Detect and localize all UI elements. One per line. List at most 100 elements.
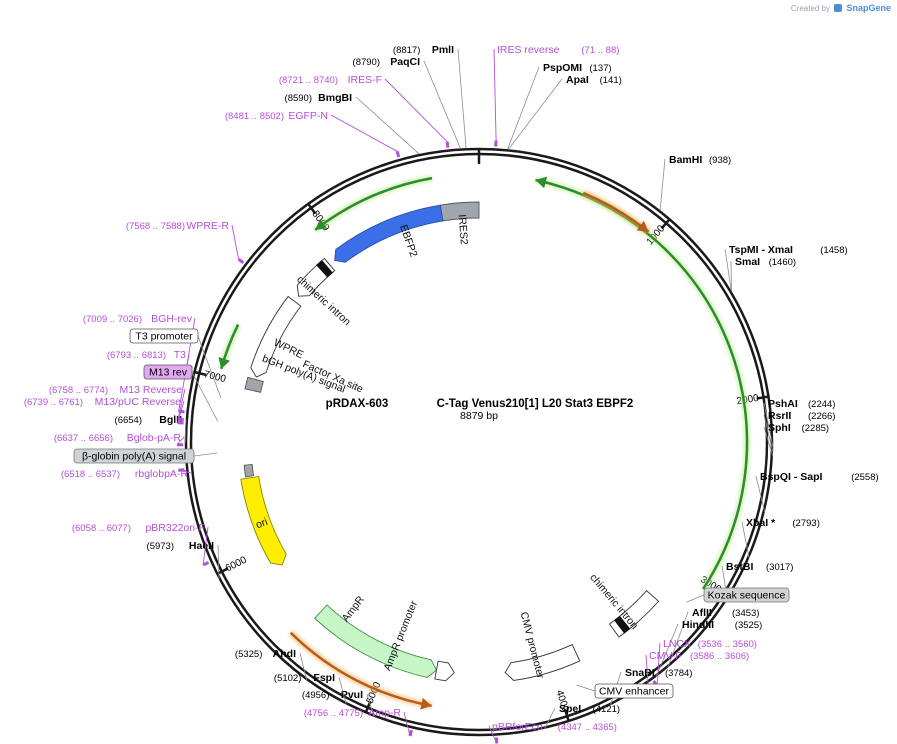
primer-name: pBRforEco — [492, 721, 543, 733]
enzyme-site[interactable]: PmlI(8817) — [393, 44, 467, 149]
feature-beta-globin-polya[interactable] — [243, 463, 255, 478]
enzyme-name: PaqCI — [390, 56, 420, 68]
feature-ampr-promoter[interactable] — [434, 660, 455, 682]
enzyme-leader-line — [544, 707, 556, 729]
primer[interactable]: IRES reverse (71 .. 88) — [493, 44, 619, 147]
orf-arc-orange-2[interactable] — [288, 630, 433, 710]
feature-box-frame — [703, 587, 790, 603]
enzyme-site[interactable]: AflII(3453) — [667, 607, 759, 668]
feature-ires2[interactable] — [439, 201, 480, 222]
enzyme-site[interactable]: SpeI(4121) — [544, 703, 620, 729]
enzyme-site[interactable]: SphI(2285) — [763, 422, 829, 456]
feature-box[interactable]: Kozak sequence — [686, 587, 790, 603]
enzyme-site[interactable]: BmgBI(8590) — [285, 92, 420, 155]
feature-box[interactable]: T3 promoter — [129, 328, 222, 398]
primer-name: pBR322ori-F — [145, 522, 205, 534]
enzyme-name: HindIII — [682, 619, 714, 631]
enzyme-name: SnaBI — [625, 667, 655, 679]
primer[interactable]: Bglob-pA-R(6637 .. 6656) — [54, 432, 185, 447]
enzyme-site[interactable]: XbaI *(2793) — [741, 517, 820, 559]
primer-range: (6058 .. 6077) — [72, 523, 131, 534]
feature-marker-1[interactable] — [614, 615, 631, 634]
orf-arc-green-3[interactable] — [313, 174, 433, 233]
feature-box-frame — [73, 448, 195, 464]
primer-leader-line — [403, 711, 411, 737]
primer-range: (71 .. 88) — [581, 45, 619, 56]
orf-arc-orange-glow — [581, 189, 651, 235]
enzyme-site[interactable]: RsrII(2266) — [763, 410, 835, 452]
enzyme-coord: (2244) — [808, 399, 835, 410]
enzyme-site[interactable]: AhdI(5325) — [235, 648, 307, 681]
enzyme-site[interactable]: PvuI(4956) — [302, 689, 375, 717]
orf-arc-green-glow — [534, 176, 751, 591]
enzyme-coord: (8790) — [353, 57, 380, 68]
feature-box[interactable]: CMV enhancer — [576, 683, 674, 699]
primer-name: M13/pUC Reverse — [95, 396, 182, 408]
orf-arc-green-3-line — [314, 176, 433, 231]
orf-arc-green[interactable] — [534, 176, 751, 591]
feature-box-label: M13 rev — [149, 367, 188, 379]
ring-tick-4000 — [563, 709, 570, 721]
enzyme-coord: (2793) — [792, 518, 819, 529]
enzyme-coord: (8590) — [285, 93, 312, 104]
enzyme-site[interactable]: SmaI(1460) — [730, 256, 796, 292]
primer-leader-line — [231, 224, 240, 260]
primer[interactable]: IRES-F(8721 .. 8740) — [279, 74, 450, 148]
feature-wpre[interactable] — [250, 295, 302, 378]
feature-ori[interactable] — [240, 475, 287, 566]
plasmid-name: pRDAX-603 — [326, 398, 389, 410]
primer-name: Bglob-pA-R — [127, 432, 182, 444]
enzyme-site[interactable]: PspOMI(137) — [507, 62, 612, 150]
primer-mark — [395, 150, 401, 158]
orf-arc-green-line — [535, 178, 749, 590]
primer[interactable]: pBR322ori-F (6058 .. 6077) — [72, 522, 210, 567]
feature-box[interactable]: β-globin poly(A) signal — [73, 448, 218, 464]
enzyme-site[interactable]: ApaI(141) — [507, 74, 622, 150]
primer[interactable]: WPRE-R(7568 .. 7588) — [126, 220, 245, 264]
primer-name: CMV-F — [649, 650, 682, 662]
primer[interactable]: Amp-R(4756 .. 4775) — [304, 707, 413, 737]
primer-range: (8481 .. 8502) — [225, 111, 284, 122]
feature-ebfp2[interactable] — [334, 204, 444, 263]
feature-label: AmpR — [340, 593, 367, 624]
primer[interactable]: rbglobpA-R(6518 .. 6537) — [61, 468, 192, 480]
primer[interactable]: M13/pUC Reverse (6739 .. 6761) — [24, 396, 185, 425]
enzyme-leader-line — [217, 544, 220, 580]
ring-tick-6000 — [217, 567, 229, 575]
primer[interactable]: pBRforEco(4347 .. 4365) — [488, 721, 617, 744]
primer-range: (6739 .. 6761) — [24, 397, 83, 408]
plasmid-description: C-Tag Venus210[1] L20 Stat3 EBPF2 — [437, 398, 634, 410]
primer-range: (8721 .. 8740) — [279, 75, 338, 86]
enzyme-site[interactable]: PshAI (2244) — [763, 398, 835, 448]
enzyme-name: PshAI — [768, 398, 798, 410]
feature-box[interactable]: M13 rev — [143, 364, 219, 422]
enzyme-site[interactable]: PaqCI (8790) — [353, 56, 461, 149]
primer-range: (6518 .. 6537) — [61, 469, 120, 480]
enzyme-site[interactable]: BglII(6654) — [115, 414, 187, 444]
primer-mark — [445, 141, 450, 148]
primer[interactable]: EGFP-N(8481 .. 8502) — [225, 110, 401, 158]
feature-ebfp2-shape — [334, 204, 444, 263]
enzyme-name: FspI — [313, 672, 335, 684]
enzyme-site[interactable]: TspMI - XmaI(1458) — [724, 244, 848, 292]
orf-arc-orange[interactable] — [581, 189, 651, 235]
orf-arc-green-2[interactable] — [217, 323, 242, 370]
ring-tick-7000 — [195, 371, 207, 377]
feature-ampr[interactable] — [314, 604, 438, 678]
enzyme-coord: (6654) — [115, 415, 142, 426]
primer-name: IRES reverse — [497, 44, 560, 56]
enzyme-site[interactable]: BamHI(938) — [659, 154, 731, 211]
enzyme-leader-line — [507, 66, 540, 150]
feature-marker-0[interactable] — [316, 259, 333, 278]
enzyme-site[interactable]: HaeII(5973) — [147, 540, 220, 580]
enzyme-name: PvuI — [341, 689, 363, 701]
enzyme-site[interactable]: BspQI - SapI(2558) — [755, 471, 879, 512]
primer-leader-line — [656, 642, 661, 686]
feature-bgh-polya[interactable] — [244, 376, 264, 393]
primer[interactable]: LNCX(3536 .. 3560) — [652, 638, 757, 687]
enzyme-site[interactable]: HindIII(3525) — [655, 619, 762, 677]
snapgene-branding: Created by SnapGene — [791, 3, 891, 13]
enzyme-site[interactable]: FspI(5102) — [274, 672, 347, 705]
feature-cmv-promoter[interactable] — [504, 643, 581, 681]
